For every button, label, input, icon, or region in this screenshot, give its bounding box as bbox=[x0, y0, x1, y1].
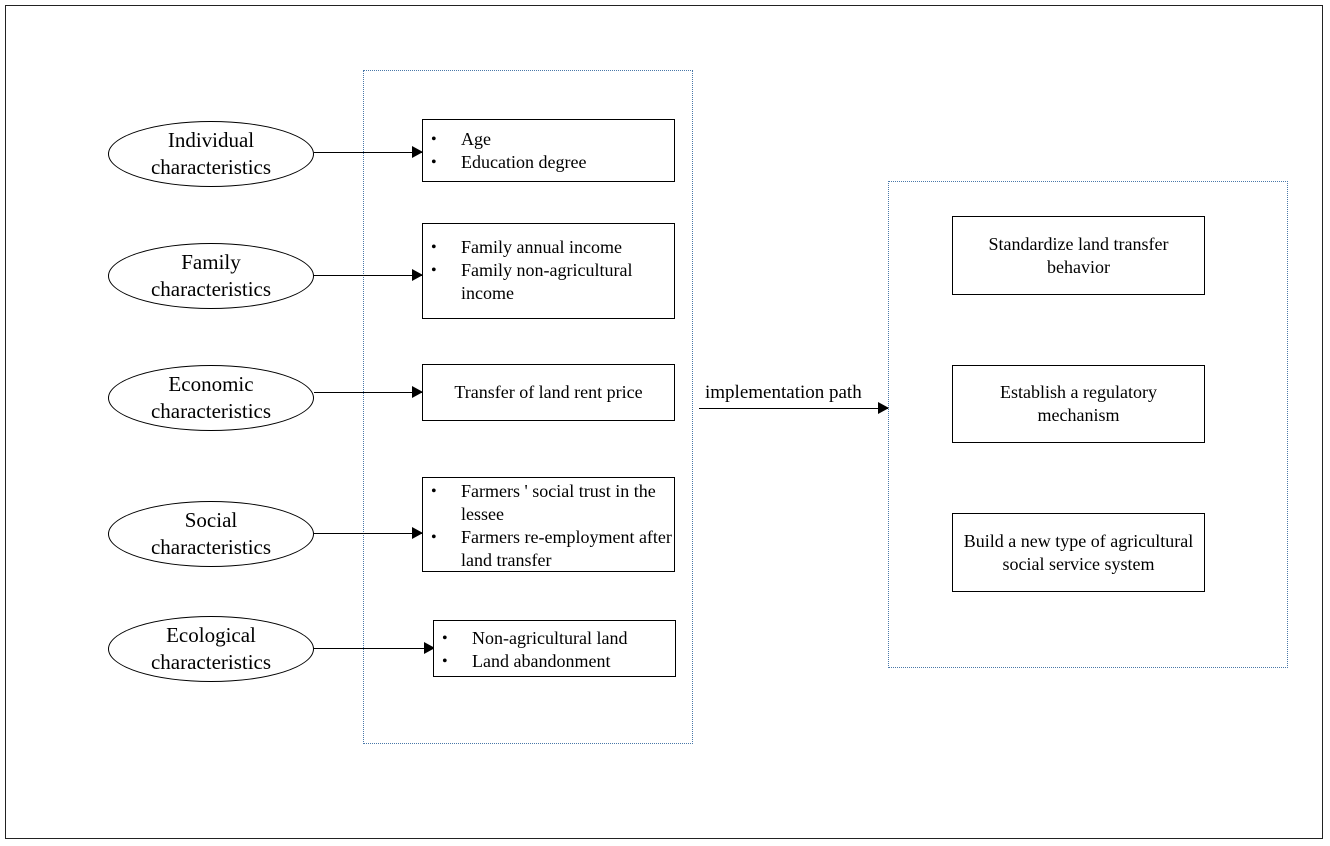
implementation-path-arrow bbox=[699, 400, 889, 416]
factor-item: Family annual income bbox=[423, 236, 674, 259]
factor-item: Transfer of land rent price bbox=[454, 382, 643, 402]
factor-item: Farmers ' social trust in the lessee bbox=[423, 480, 674, 526]
measures-group bbox=[888, 181, 1288, 668]
arrow-individual bbox=[314, 144, 423, 160]
measure-label: Standardize land transfer behavior bbox=[988, 233, 1169, 277]
economic-factors-box: Transfer of land rent price bbox=[422, 364, 675, 421]
measure-box-standardize: Standardize land transfer behavior bbox=[952, 216, 1205, 295]
family-characteristics-node: Family characteristics bbox=[108, 243, 314, 309]
individual-factors-box: Age Education degree bbox=[422, 119, 675, 182]
node-label-line1: Social bbox=[184, 508, 238, 532]
node-label-line2: characteristics bbox=[150, 277, 272, 301]
node-label-line2: characteristics bbox=[150, 399, 272, 423]
node-label-line2: characteristics bbox=[150, 650, 272, 674]
factor-item: Non-agricultural land bbox=[434, 627, 675, 650]
social-factors-box: Farmers ' social trust in the lessee Far… bbox=[422, 477, 675, 572]
measure-box-regulatory: Establish a regulatory mechanism bbox=[952, 365, 1205, 443]
measure-label: Establish a regulatory mechanism bbox=[1000, 382, 1157, 425]
measure-label: Build a new type of agricultural social … bbox=[963, 530, 1194, 574]
implementation-path-label: implementation path bbox=[705, 382, 862, 403]
ecological-characteristics-node: Ecological characteristics bbox=[108, 616, 314, 682]
factor-item: Education degree bbox=[423, 151, 674, 174]
factors-group bbox=[363, 70, 693, 744]
node-label-line1: Family bbox=[181, 250, 241, 274]
node-label-line2: characteristics bbox=[150, 535, 272, 559]
arrow-social bbox=[314, 525, 423, 541]
arrow-family bbox=[314, 267, 423, 283]
node-label-line1: Economic bbox=[168, 372, 254, 396]
arrow-economic bbox=[314, 384, 423, 400]
arrow-ecological bbox=[314, 640, 435, 656]
factor-item: Family non-agricultural income bbox=[423, 259, 674, 305]
measure-box-service-system: Build a new type of agricultural social … bbox=[952, 513, 1205, 592]
factor-item: Age bbox=[423, 128, 674, 151]
family-factors-box: Family annual income Family non-agricult… bbox=[422, 223, 675, 319]
economic-characteristics-node: Economic characteristics bbox=[108, 365, 314, 431]
social-characteristics-node: Social characteristics bbox=[108, 501, 314, 567]
factor-item: Land abandonment bbox=[434, 650, 675, 673]
node-label-line2: characteristics bbox=[150, 155, 272, 179]
factor-item: Farmers re-employment after land transfe… bbox=[423, 526, 674, 572]
figure-frame bbox=[5, 5, 1323, 839]
individual-characteristics-node: Individual characteristics bbox=[108, 121, 314, 187]
node-label-line1: Ecological bbox=[166, 623, 256, 647]
node-label-line1: Individual bbox=[167, 128, 255, 152]
ecological-factors-box: Non-agricultural land Land abandonment bbox=[433, 620, 676, 677]
